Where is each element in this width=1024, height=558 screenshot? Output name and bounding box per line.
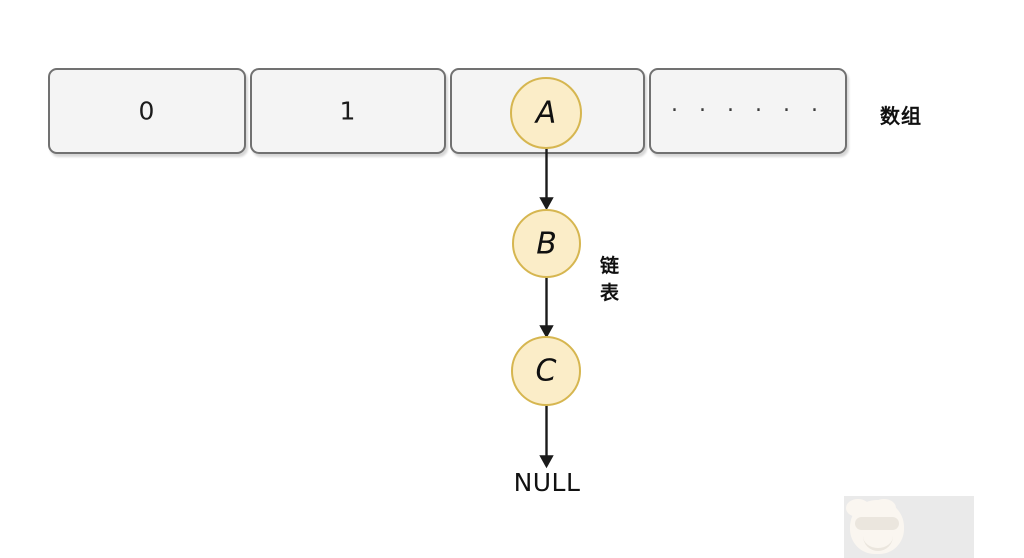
mascot-smile-icon <box>863 534 893 551</box>
array-label: 数组 <box>880 104 922 128</box>
array-cell-1-label: 1 <box>339 96 357 126</box>
list-node-a: A <box>510 77 582 149</box>
null-terminator-label: NULL <box>513 468 581 497</box>
array-row: 0 1 · · · · · · <box>0 0 1024 160</box>
array-cell-0-label: 0 <box>138 96 156 126</box>
mascot-face-icon <box>850 500 904 554</box>
array-cell-1: 1 <box>250 68 446 154</box>
sunglasses-icon <box>855 517 899 530</box>
list-node-b-label: B <box>536 226 557 261</box>
ellipsis-dots: · · · · · · <box>671 98 825 124</box>
linked-list-label: 链 表 <box>600 253 624 307</box>
list-node-b: B <box>512 209 581 278</box>
list-node-c-label: C <box>535 353 557 389</box>
array-cell-3: · · · · · · <box>649 68 847 154</box>
list-node-c: C <box>511 336 581 406</box>
list-node-a-label: A <box>535 95 557 131</box>
array-cell-0: 0 <box>48 68 246 154</box>
linked-list-label-line-2: 表 <box>600 282 620 304</box>
linked-list-label-line-1: 链 <box>600 255 620 277</box>
mascot-logo-icon <box>844 496 974 558</box>
